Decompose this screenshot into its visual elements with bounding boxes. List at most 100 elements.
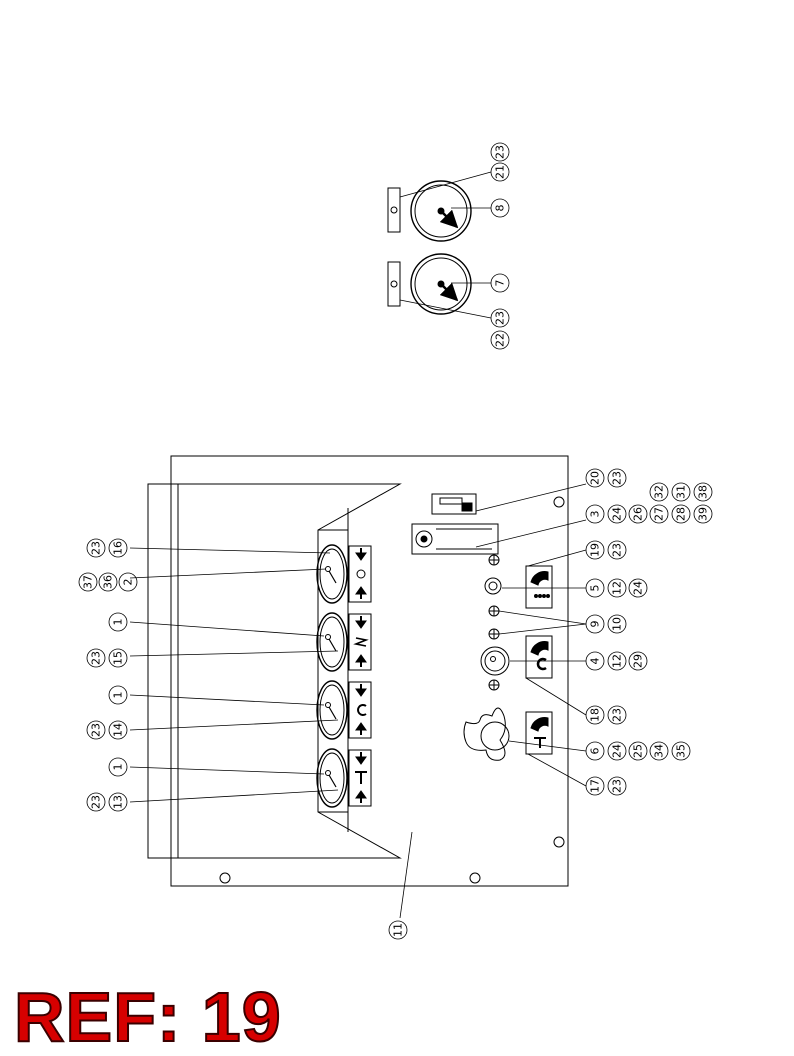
reference-label: REF: 19 [13, 978, 282, 1056]
svg-text:17: 17 [589, 779, 602, 793]
callout-32: 32 [649, 482, 669, 502]
svg-text:23: 23 [90, 651, 103, 665]
svg-text:13: 13 [112, 795, 125, 809]
svg-text:7: 7 [494, 280, 507, 287]
svg-text:26: 26 [632, 507, 645, 521]
svg-text:24: 24 [632, 581, 645, 595]
callout-37: 37 [78, 572, 98, 592]
svg-text:15: 15 [112, 651, 125, 665]
svg-text:28: 28 [675, 507, 688, 521]
callout-16: 16 [108, 538, 128, 558]
svg-text:35: 35 [675, 744, 688, 758]
callout-29: 29 [628, 651, 648, 671]
callout-24: 24 [628, 578, 648, 598]
callout-11: 11 [388, 920, 408, 940]
callout-12: 12 [607, 578, 627, 598]
panel-gauge-14 [316, 680, 372, 740]
svg-text:19: 19 [589, 543, 602, 557]
callout-23: 23 [490, 142, 510, 162]
callout-24: 24 [607, 741, 627, 761]
callout-26: 26 [628, 504, 648, 524]
svg-text:5: 5 [589, 585, 602, 592]
svg-text:25: 25 [632, 744, 645, 758]
callout-6: 6 [585, 741, 605, 761]
callout-17: 17 [585, 776, 605, 796]
svg-text:37: 37 [82, 575, 95, 589]
callout-20: 20 [585, 468, 605, 488]
label-plates [525, 565, 553, 755]
svg-text:23: 23 [611, 471, 624, 485]
callout-23: 23 [86, 648, 106, 668]
svg-text:23: 23 [494, 145, 507, 159]
svg-text:36: 36 [102, 575, 115, 589]
svg-text:1: 1 [112, 692, 125, 699]
svg-text:39: 39 [697, 507, 710, 521]
callout-35: 35 [671, 741, 691, 761]
callout-7: 7 [490, 273, 510, 293]
svg-text:23: 23 [611, 779, 624, 793]
svg-text:1: 1 [112, 619, 125, 626]
svg-text:24: 24 [611, 507, 624, 521]
svg-text:31: 31 [675, 485, 688, 499]
callout-39: 39 [693, 504, 713, 524]
svg-text:23: 23 [611, 543, 624, 557]
svg-text:23: 23 [494, 311, 507, 325]
callout-1: 1 [108, 685, 128, 705]
gauge-top-8 [387, 180, 472, 242]
callout-10: 10 [607, 614, 627, 634]
callout-24: 24 [607, 504, 627, 524]
svg-text:16: 16 [112, 541, 125, 555]
svg-text:23: 23 [611, 708, 624, 722]
callout-23: 23 [607, 705, 627, 725]
svg-text:27: 27 [653, 507, 666, 521]
callout-23: 23 [86, 720, 106, 740]
svg-text:18: 18 [589, 708, 602, 722]
callout-23: 23 [607, 468, 627, 488]
callout-19: 19 [585, 540, 605, 560]
gauge-top-7 [387, 253, 472, 315]
svg-text:1: 1 [112, 764, 125, 771]
callout-36: 36 [98, 572, 118, 592]
top-leaders [399, 171, 492, 319]
callout-23: 23 [86, 538, 106, 558]
callout-18: 18 [585, 705, 605, 725]
display-module-3 [411, 523, 499, 555]
callout-23: 23 [86, 792, 106, 812]
callout-23: 23 [490, 308, 510, 328]
svg-text:21: 21 [494, 165, 507, 179]
callout-14: 14 [108, 720, 128, 740]
callout-8: 8 [490, 198, 510, 218]
svg-text:8: 8 [494, 205, 507, 212]
panel-controls [463, 554, 510, 761]
switch-20 [431, 493, 477, 515]
svg-text:23: 23 [90, 795, 103, 809]
callout-27: 27 [649, 504, 669, 524]
callout-group: 23 21 8 7 23 22 23 16 37 36 2 1 23 15 1 … [78, 142, 713, 940]
callout-23: 23 [607, 776, 627, 796]
svg-text:20: 20 [589, 471, 602, 485]
callout-9: 9 [585, 614, 605, 634]
svg-text:34: 34 [653, 744, 666, 758]
callout-13: 13 [108, 792, 128, 812]
callout-1: 1 [108, 757, 128, 777]
callout-28: 28 [671, 504, 691, 524]
callout-5: 5 [585, 578, 605, 598]
callout-31: 31 [671, 482, 691, 502]
callout-21: 21 [490, 162, 510, 182]
callout-38: 38 [693, 482, 713, 502]
svg-text:9: 9 [589, 621, 602, 628]
svg-text:32: 32 [653, 485, 666, 499]
svg-text:38: 38 [697, 485, 710, 499]
svg-text:3: 3 [589, 511, 602, 518]
svg-text:24: 24 [611, 744, 624, 758]
svg-text:11: 11 [392, 923, 405, 937]
svg-text:14: 14 [112, 723, 125, 737]
svg-text:10: 10 [611, 617, 624, 631]
panel-gauge-16 [316, 544, 372, 604]
leader-lines [129, 483, 587, 919]
control-panel [147, 455, 569, 887]
callout-22: 22 [490, 330, 510, 350]
svg-text:29: 29 [632, 654, 645, 668]
svg-text:12: 12 [611, 654, 624, 668]
callout-1: 1 [108, 612, 128, 632]
